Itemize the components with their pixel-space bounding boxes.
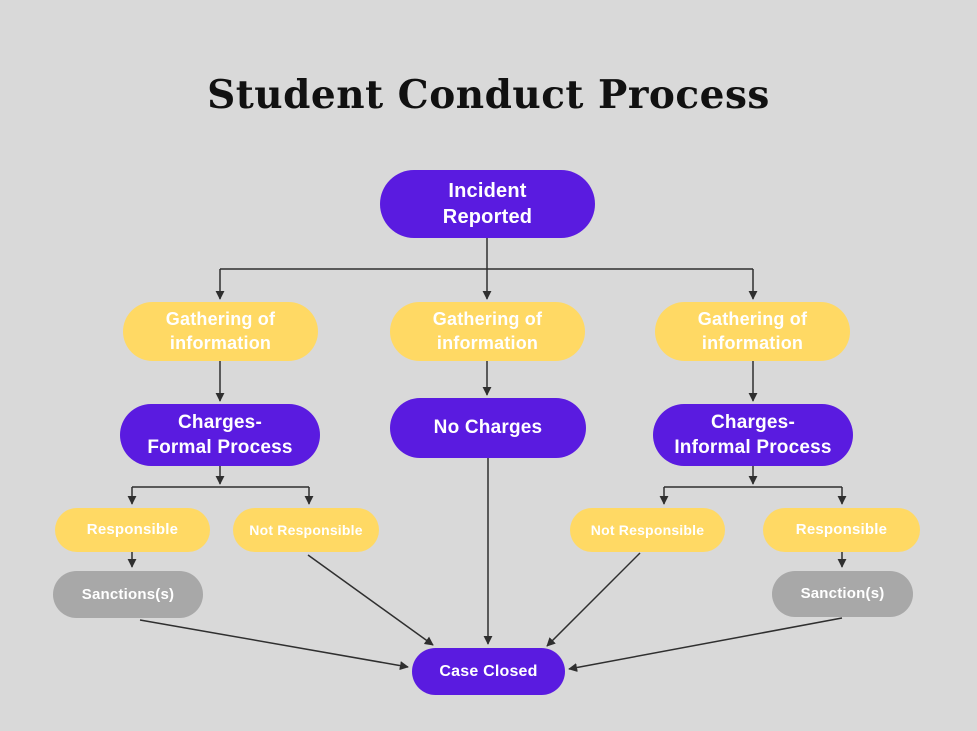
node-label-responsible-right: Responsible (795, 521, 888, 539)
node-no-charges: No Charges (390, 398, 586, 458)
node-label-case-closed: Case Closed (439, 662, 538, 680)
node-label-responsible-left: Responsible (86, 521, 179, 539)
node-label-charges-formal-process: Charges- Formal Process (147, 411, 293, 458)
node-label-gathering-left: Gathering of information (165, 308, 276, 353)
node-label-gathering-middle: Gathering of information (432, 308, 543, 353)
node-label-not-responsible-right: Not Responsible (590, 521, 705, 538)
connector-not-responsible-right-to-case-closed (546, 552, 641, 647)
node-sanctions-left: Sanctions(s) (53, 571, 203, 618)
node-responsible-left: Responsible (55, 508, 210, 552)
node-gathering-right: Gathering of information (655, 302, 850, 361)
node-charges-formal-process: Charges- Formal Process (120, 404, 320, 466)
node-case-closed: Case Closed (412, 648, 565, 695)
node-label-sanction-right: Sanction(s) (800, 585, 885, 603)
node-label-gathering-right: Gathering of information (697, 308, 808, 353)
node-label-not-responsible-left: Not Responsible (249, 521, 363, 538)
diagram-title: Student Conduct Process (207, 72, 770, 118)
node-label-charges-informal-process: Charges- Informal Process (674, 411, 832, 458)
node-not-responsible-left: Not Responsible (233, 508, 379, 552)
node-sanction-right: Sanction(s) (772, 571, 913, 617)
node-label-sanctions-left: Sanctions(s) (81, 585, 175, 603)
node-label-incident-reported: Incident Reported (442, 179, 533, 228)
connector-sanctions-left-to-case-closed (139, 619, 409, 671)
connector-sanction-right-to-case-closed (568, 617, 843, 672)
connector-not-responsible-left-to-case-closed (307, 554, 434, 646)
node-gathering-middle: Gathering of information (390, 302, 585, 361)
node-charges-informal-process: Charges- Informal Process (653, 404, 853, 466)
node-gathering-left: Gathering of information (123, 302, 318, 361)
node-label-no-charges: No Charges (433, 417, 543, 439)
node-not-responsible-right: Not Responsible (570, 508, 725, 552)
node-responsible-right: Responsible (763, 508, 920, 552)
node-incident-reported: Incident Reported (380, 170, 595, 238)
